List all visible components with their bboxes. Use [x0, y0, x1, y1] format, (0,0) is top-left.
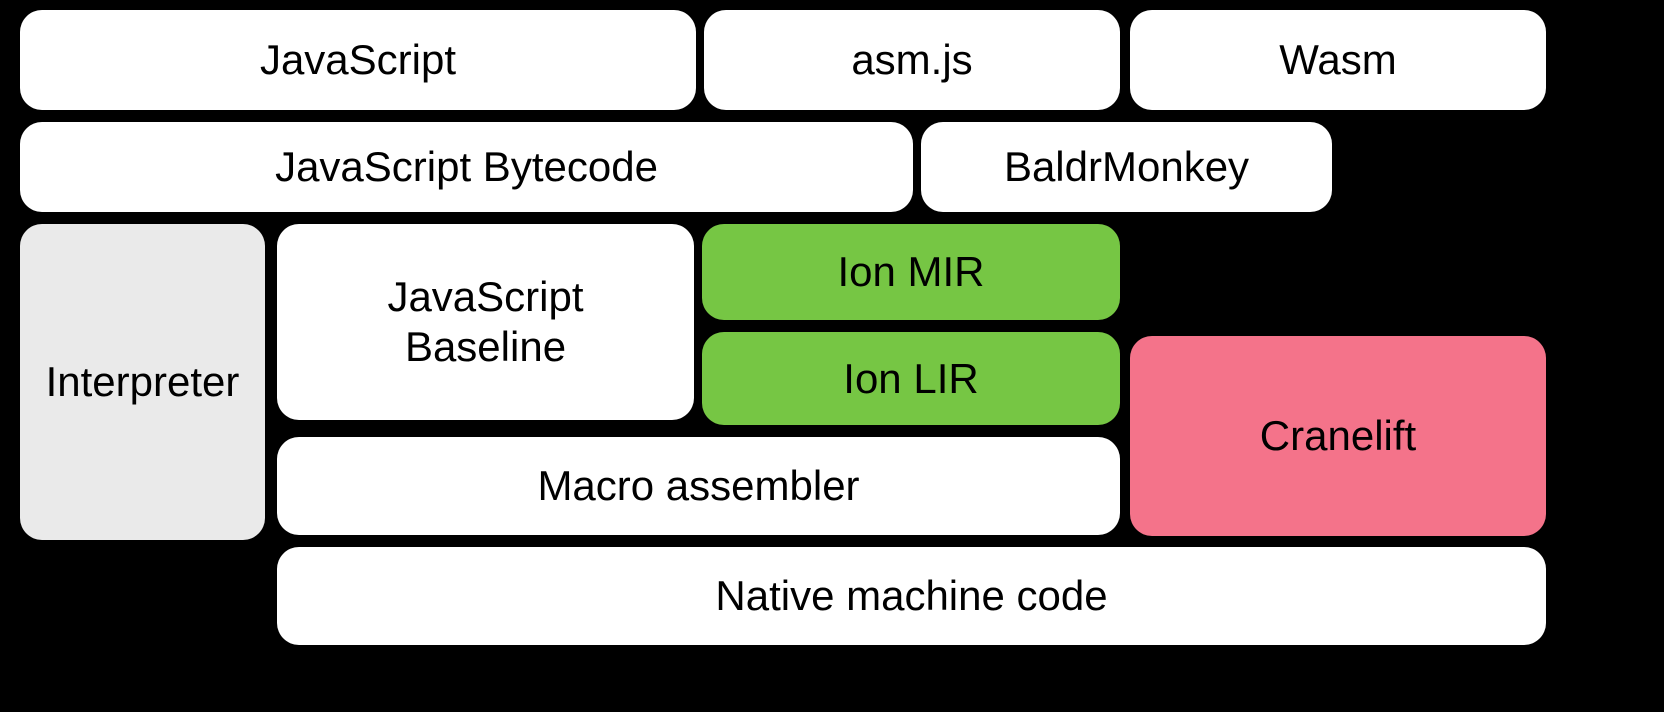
node-wasm[interactable]: Wasm [1130, 10, 1546, 110]
node-javascript[interactable]: JavaScript [20, 10, 696, 110]
node-ion-mir[interactable]: Ion MIR [702, 224, 1120, 320]
node-baldrmonkey[interactable]: BaldrMonkey [921, 122, 1332, 212]
node-javascript-baseline[interactable]: JavaScript Baseline [277, 224, 694, 420]
node-asm-js[interactable]: asm.js [704, 10, 1120, 110]
node-native-machine-code[interactable]: Native machine code [277, 547, 1546, 645]
node-ion-lir[interactable]: Ion LIR [702, 332, 1120, 425]
node-javascript-bytecode[interactable]: JavaScript Bytecode [20, 122, 913, 212]
node-macro-assembler[interactable]: Macro assembler [277, 437, 1120, 535]
node-cranelift[interactable]: Cranelift [1130, 336, 1546, 536]
node-interpreter[interactable]: Interpreter [20, 224, 265, 540]
